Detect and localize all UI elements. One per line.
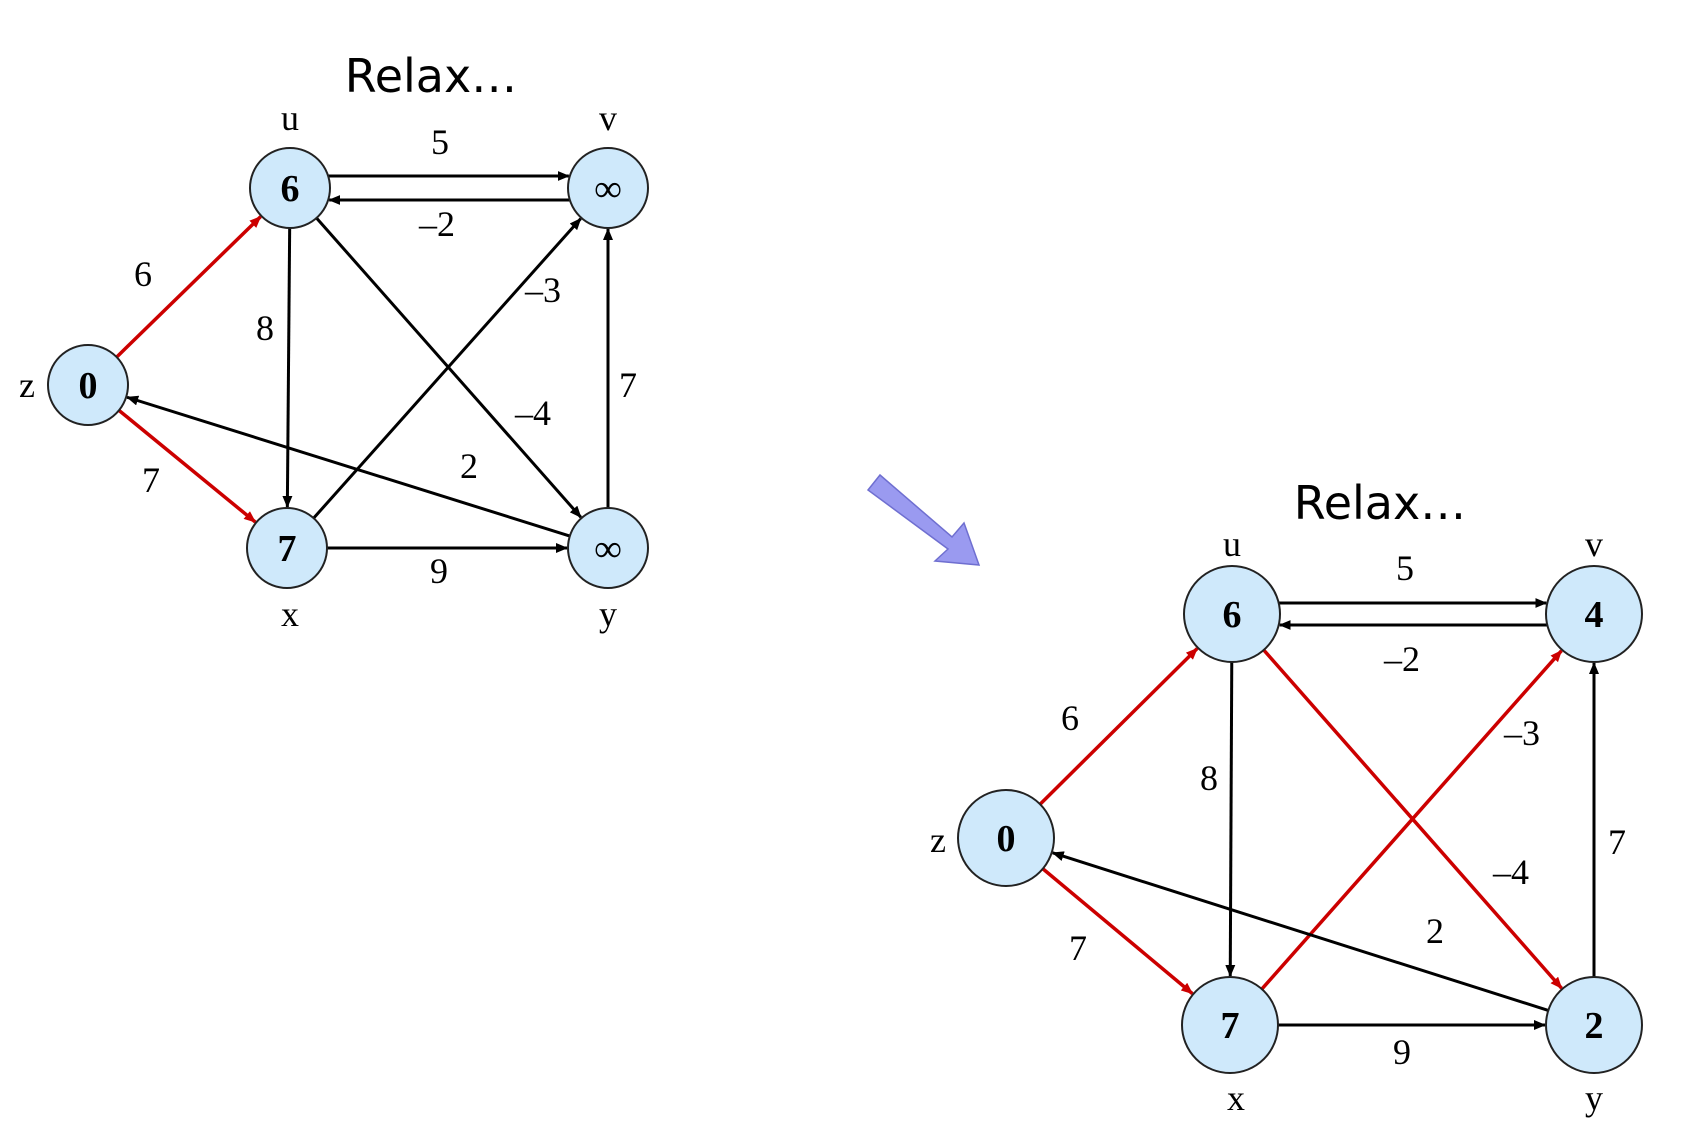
edge-weight-x-v: –3 [524,270,561,310]
edge-weight-v-u: –2 [1383,639,1420,679]
node-label-z: z [19,365,35,405]
edge-weight-u-y: –4 [514,393,551,433]
node-value-v: ∞ [594,168,621,210]
diagram-title: Relax… [345,49,517,103]
edge-weight-x-y: 9 [430,551,448,591]
graph-before: Relax… 5 –2 6 8 –3 –4 7 2 7 9 6 u ∞ v 0 z 7 x ∞ y [19,49,649,634]
node-y [1545,976,1643,1074]
node-value-u: 6 [1223,594,1242,636]
edge-weight-u-v: 5 [431,122,449,162]
node-value-x: 7 [278,528,297,570]
node-y [567,507,649,589]
edge-weight-z-x: 7 [1069,928,1087,968]
edge-u-x [282,227,293,509]
edge-weight-u-x: 8 [256,308,274,348]
edge-weight-x-y: 9 [1393,1032,1411,1072]
node-value-v: 4 [1585,594,1604,636]
edge-weight-z-x: 7 [142,460,160,500]
node-label-u: u [1223,524,1241,564]
node-value-z: 0 [997,818,1016,860]
edge-z-x [1041,867,1194,995]
node-x [1181,976,1279,1074]
node-label-v: v [599,98,617,138]
node-value-x: 7 [1221,1005,1240,1047]
edge-weight-x-v: –3 [1503,713,1540,753]
edge-z-u [115,215,262,359]
node-label-x: x [281,594,299,634]
node-label-y: y [1585,1078,1603,1118]
edge-z-x [117,408,257,524]
node-label-v: v [1585,524,1603,564]
edge-weight-z-u: 6 [134,254,152,294]
node-label-z: z [930,820,946,860]
node-v [567,147,649,229]
edge-weight-y-v: 7 [619,365,637,405]
node-label-y: y [599,594,617,634]
diagram-title: Relax… [1294,476,1466,530]
node-u [249,147,331,229]
node-label-u: u [281,98,299,138]
edge-weight-u-y: –4 [1492,852,1529,892]
edge-y-z [126,395,571,538]
node-z [47,344,129,426]
node-x [246,507,328,589]
edge-u-x [1225,661,1236,978]
edge-u-y [1262,648,1563,990]
node-u [1183,565,1281,663]
edge-z-u [1038,647,1199,806]
node-value-u: 6 [281,168,300,210]
node-value-y: ∞ [594,528,621,570]
edge-weight-z-u: 6 [1061,698,1079,738]
node-value-y: 2 [1585,1005,1604,1047]
edge-weight-y-z: 2 [460,446,478,486]
edge-y-z [1051,851,1549,1012]
graph-after: Relax… 5 –2 6 8 –3 –4 7 2 7 9 6 u 4 v 0 z 7 x 2 y [930,476,1643,1118]
node-z [957,789,1055,887]
edge-u-y [315,216,582,519]
node-value-z: 0 [79,365,98,407]
edge-weight-u-v: 5 [1396,548,1414,588]
node-v [1545,565,1643,663]
edge-weight-v-u: –2 [418,204,455,244]
edge-weight-u-x: 8 [1200,758,1218,798]
edge-weight-y-z: 2 [1426,911,1444,951]
node-label-x: x [1227,1078,1245,1118]
transition-arrow-shape [866,473,981,566]
edge-weight-y-v: 7 [1608,822,1626,862]
arrow-down-right-icon [866,473,981,566]
